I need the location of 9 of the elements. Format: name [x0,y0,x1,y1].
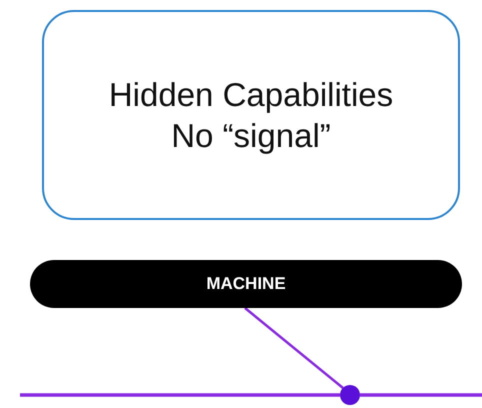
card-text: No “signal” [171,116,331,156]
bar-label: MACHINE [206,274,286,294]
connector-line [244,307,344,389]
label-bar [30,260,462,308]
timeline-line [20,393,340,397]
card-heading: Hidden Capabilities [108,74,394,115]
text-card [42,10,460,220]
timeline-dot [340,385,360,405]
timeline-line [360,393,482,397]
